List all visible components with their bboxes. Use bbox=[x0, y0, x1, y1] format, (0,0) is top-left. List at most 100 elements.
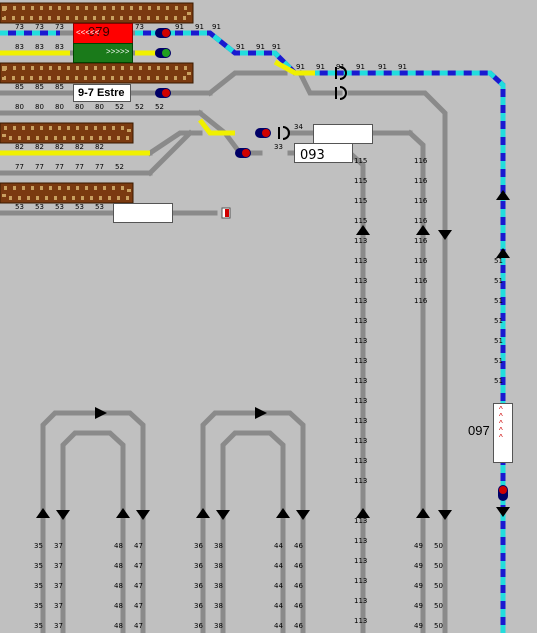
arrow-up-icon bbox=[116, 508, 130, 518]
track-number-col: 48 bbox=[114, 602, 123, 610]
track-number-row3: 85 bbox=[55, 83, 64, 91]
arrow-up-icon bbox=[416, 508, 430, 518]
platforms bbox=[0, 2, 194, 204]
track-number-col: 37 bbox=[54, 542, 63, 550]
track-number-col: 37 bbox=[54, 622, 63, 630]
track-number-row4: 80 bbox=[15, 103, 24, 111]
track-number-labels: 7373737373737383838383838585858585808080… bbox=[15, 23, 503, 630]
track-number-col: 113 bbox=[354, 557, 367, 565]
signal-red-icon[interactable] bbox=[498, 485, 508, 501]
track-number-col: 36 bbox=[194, 542, 203, 550]
track-number-col: 38 bbox=[214, 562, 223, 570]
track-number-col: 36 bbox=[194, 562, 203, 570]
track-number-col: 37 bbox=[54, 602, 63, 610]
track-number-col: 116 bbox=[414, 257, 428, 265]
arrow-up-icon bbox=[496, 190, 510, 200]
track-number-col: 50 bbox=[434, 602, 443, 610]
train-box-097[interactable]: ^^^^^ bbox=[493, 403, 513, 463]
signals bbox=[155, 28, 508, 501]
signal-head-icon bbox=[335, 86, 347, 100]
track-number-col: 113 bbox=[354, 617, 367, 625]
track-number-row6: 77 bbox=[55, 163, 64, 171]
track-number-col: 115 bbox=[354, 217, 367, 225]
signal-red-icon[interactable] bbox=[155, 28, 171, 38]
arrow-up-icon bbox=[496, 248, 510, 258]
signal-red-icon[interactable] bbox=[155, 88, 171, 98]
route-box-green[interactable]: >>>>> bbox=[73, 43, 133, 63]
track-number-row1: 73 bbox=[135, 23, 144, 31]
track-number-col: 50 bbox=[434, 542, 443, 550]
track-number-col: 116 bbox=[414, 177, 428, 185]
train-box-empty-53[interactable] bbox=[113, 203, 173, 223]
track-number-col: 48 bbox=[114, 582, 123, 590]
track-number-col: 35 bbox=[34, 542, 43, 550]
track-number-col: 51 bbox=[494, 257, 503, 265]
track-number-col: 113 bbox=[354, 417, 367, 425]
track-number-col: 49 bbox=[414, 582, 423, 590]
track-number-row7: 53 bbox=[35, 203, 44, 211]
track-number-row1: 73 bbox=[15, 23, 24, 31]
track-number-col: 113 bbox=[354, 577, 367, 585]
signal-red-icon[interactable] bbox=[255, 128, 271, 138]
track-number-col: 51 bbox=[494, 277, 503, 285]
track-number-row5: 82 bbox=[55, 143, 64, 151]
route-arrows-right: >>>>> bbox=[106, 47, 130, 56]
track-number-row2: 83 bbox=[55, 43, 64, 51]
track-number-row5: 82 bbox=[95, 143, 104, 151]
track-number-91: 91 bbox=[336, 63, 345, 71]
track-number-col: 47 bbox=[134, 582, 143, 590]
arrow-up-icon bbox=[356, 508, 370, 518]
track-number-row5: 82 bbox=[75, 143, 84, 151]
track-number-row5: 82 bbox=[35, 143, 44, 151]
track-number-col: 38 bbox=[214, 602, 223, 610]
track-number-col: 47 bbox=[134, 542, 143, 550]
track-number-col: 113 bbox=[354, 237, 367, 245]
train-box-079[interactable]: 079 <<<<< bbox=[73, 23, 133, 45]
track-number-col: 115 bbox=[354, 157, 367, 165]
track-number-col: 37 bbox=[54, 562, 63, 570]
track-number-col: 113 bbox=[354, 357, 367, 365]
track-number-col: 50 bbox=[434, 562, 443, 570]
track-number-col: 48 bbox=[114, 622, 123, 630]
track-number-col: 116 bbox=[414, 217, 428, 225]
track-number-col: 38 bbox=[214, 542, 223, 550]
signal-green-icon[interactable] bbox=[155, 48, 171, 58]
track-number-row7: 53 bbox=[95, 203, 104, 211]
train-box-093[interactable]: 093 bbox=[294, 143, 353, 163]
track-number-col: 46 bbox=[294, 562, 303, 570]
signal-red-icon[interactable] bbox=[235, 148, 251, 158]
train-box-empty-34[interactable] bbox=[313, 124, 373, 144]
train-box-estre[interactable]: 9-7 Estre bbox=[73, 84, 131, 102]
track-number-row4: 80 bbox=[35, 103, 44, 111]
track-number-col: 46 bbox=[294, 542, 303, 550]
track-number-row4: 80 bbox=[75, 103, 84, 111]
arrow-down-icon bbox=[56, 510, 70, 520]
track-number-91: 91 bbox=[212, 23, 221, 31]
track-number-col: 116 bbox=[414, 197, 428, 205]
track-number-col: 37 bbox=[54, 582, 63, 590]
track-number-91: 91 bbox=[398, 63, 407, 71]
track-number-col: 46 bbox=[294, 582, 303, 590]
track-number-col: 44 bbox=[274, 562, 283, 570]
track-number-col: 51 bbox=[494, 317, 503, 325]
track-number-col: 113 bbox=[354, 437, 367, 445]
track-number-col: 35 bbox=[34, 562, 43, 570]
track-number-row6: 77 bbox=[15, 163, 24, 171]
track-number-col: 113 bbox=[354, 537, 367, 545]
train-arrows-up: ^^^^^ bbox=[499, 405, 503, 442]
track-number-col: 113 bbox=[354, 337, 367, 345]
arrow-up-icon bbox=[36, 508, 50, 518]
track-number-col: 38 bbox=[214, 622, 223, 630]
track-number-col: 47 bbox=[134, 562, 143, 570]
track-number-row4: 52 bbox=[135, 103, 144, 111]
buffer-stop-icon bbox=[221, 207, 231, 219]
direction-arrows bbox=[36, 190, 510, 520]
arrow-down-icon bbox=[496, 507, 510, 517]
track-number-91: 91 bbox=[236, 43, 245, 51]
arrow-up-icon bbox=[416, 225, 430, 235]
track-number-row6: 52 bbox=[115, 163, 124, 171]
track-number-col: 51 bbox=[494, 297, 503, 305]
track-number-col: 113 bbox=[354, 317, 367, 325]
track-number-91: 91 bbox=[175, 23, 184, 31]
route-arrows-left: <<<<< bbox=[76, 28, 100, 37]
